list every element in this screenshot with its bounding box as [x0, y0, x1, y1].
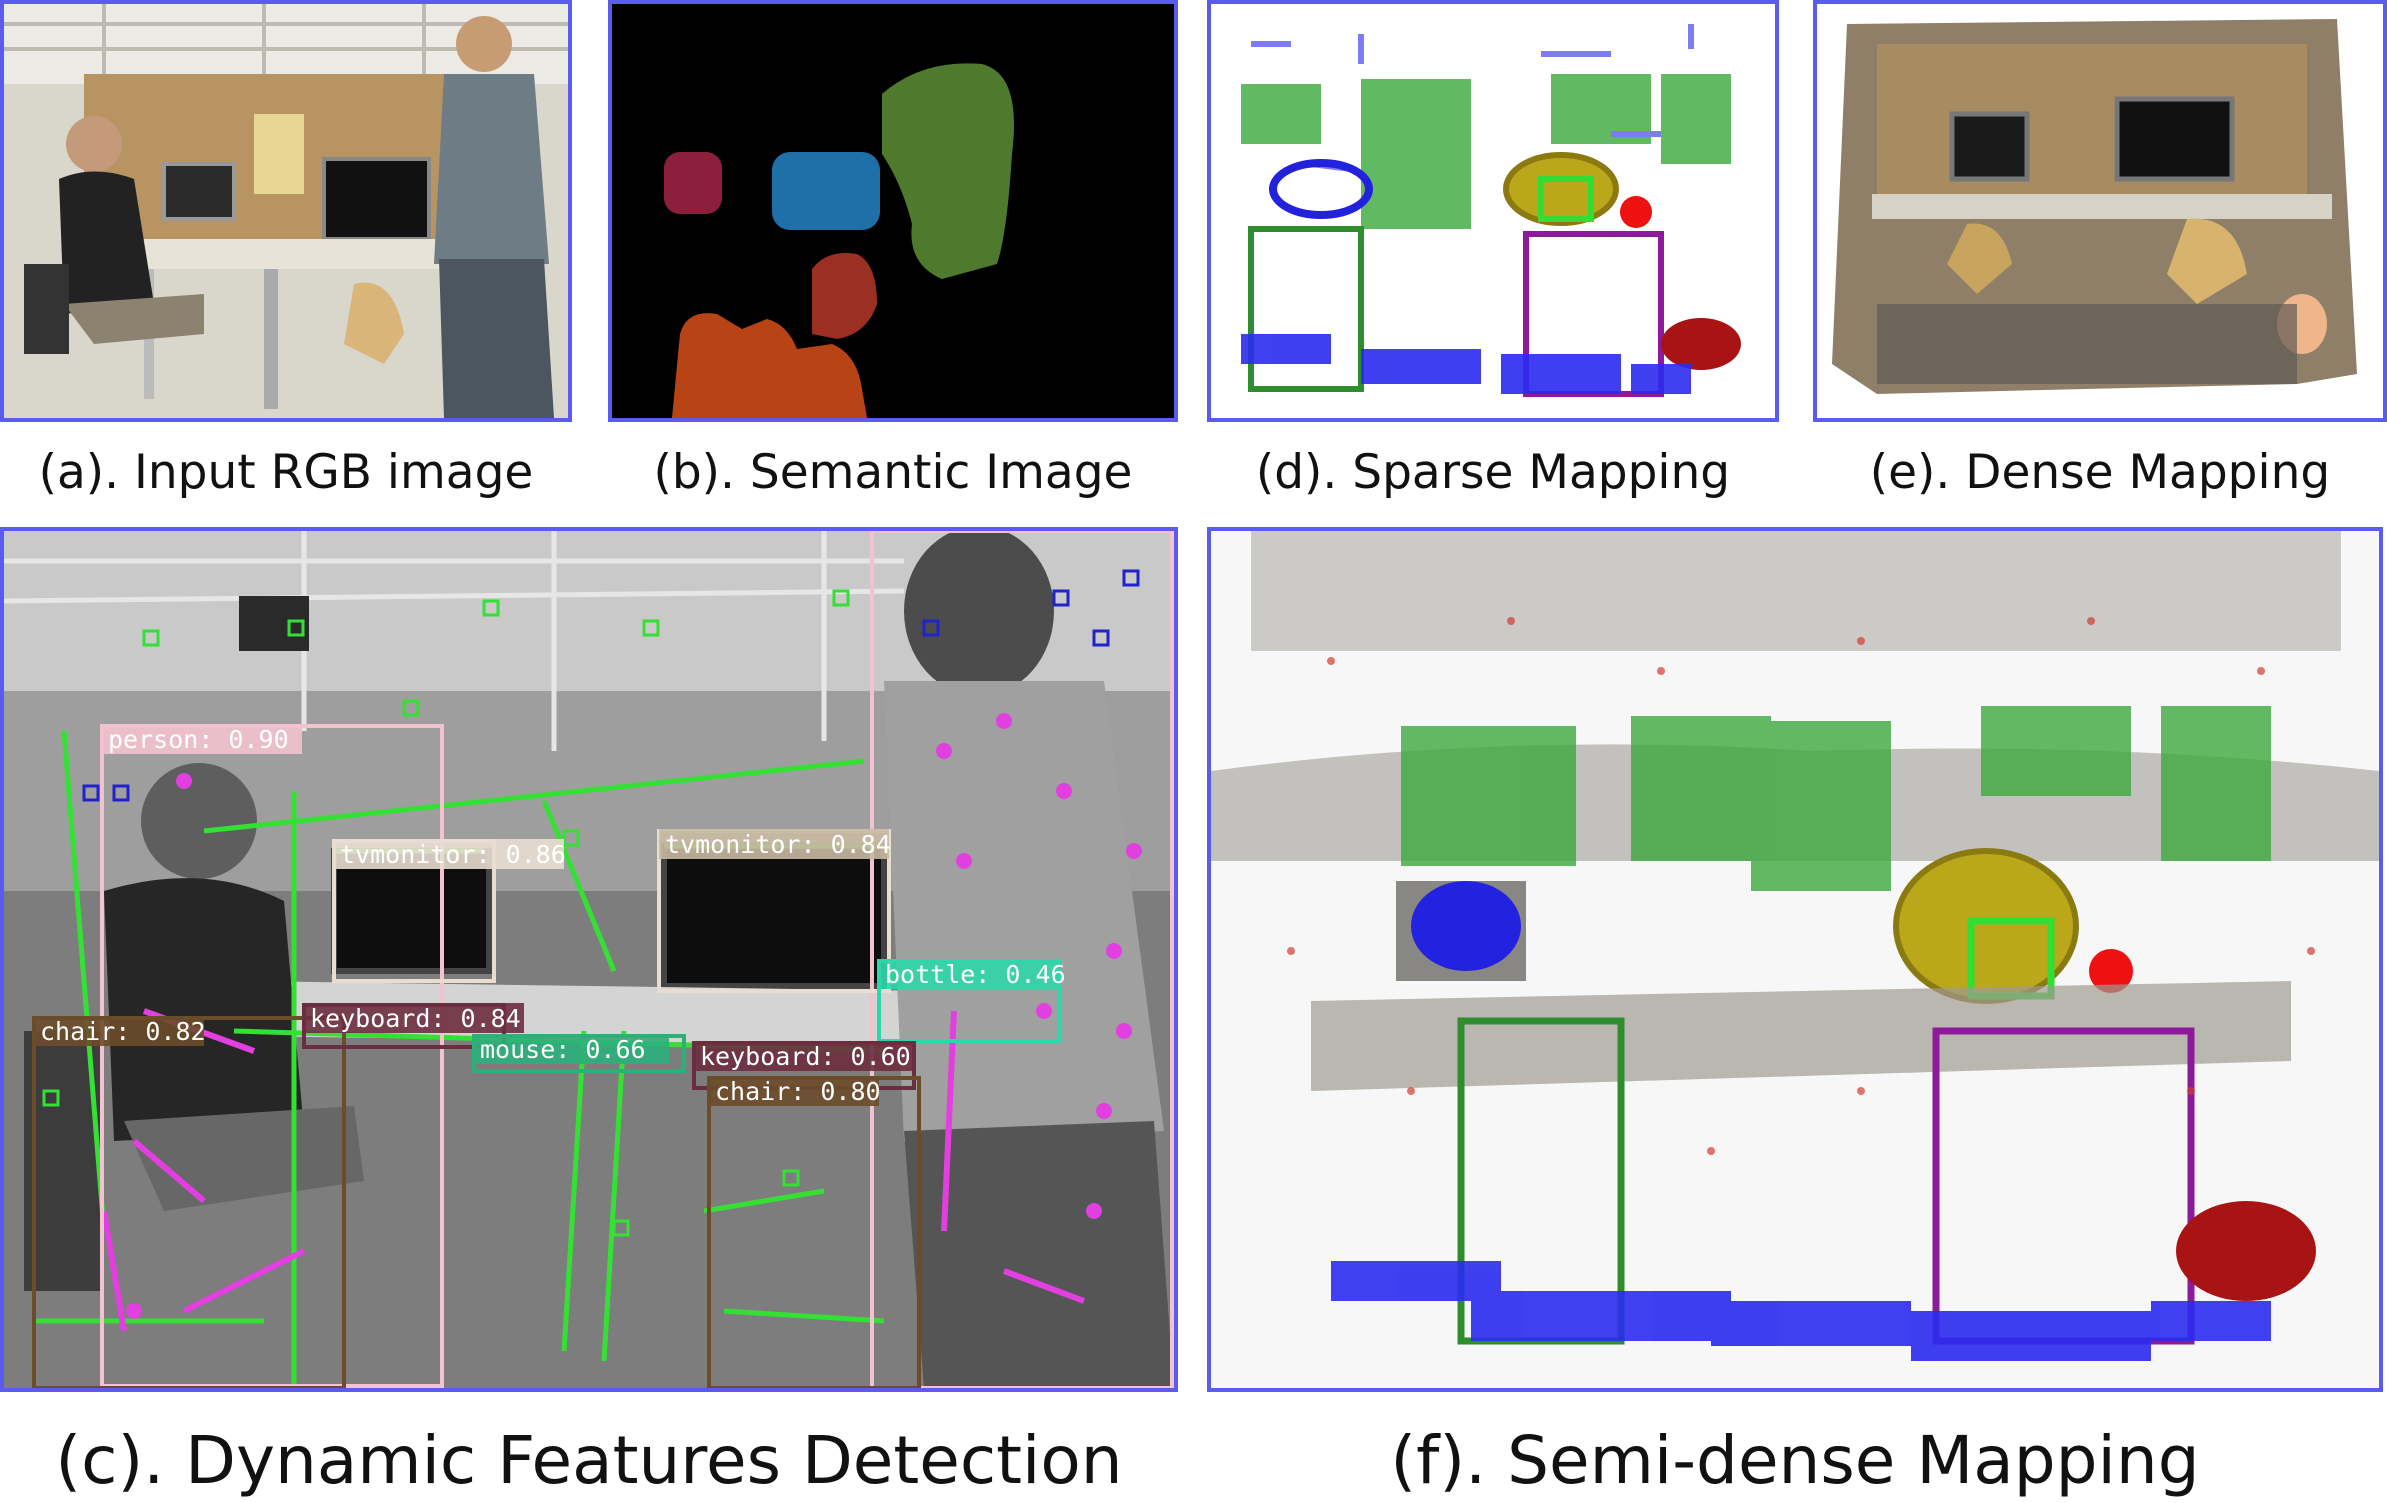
panel-input-rgb — [0, 0, 572, 422]
caption-e: (e). Dense Mapping — [1869, 445, 2331, 500]
sparse-map — [1211, 4, 1775, 418]
caption-d: (d). Sparse Mapping — [1255, 445, 1731, 500]
det-label-person: person: 0.90 — [108, 725, 289, 754]
panel-dynamic-features: person: 0.90 tvmonitor: 0.86 tvmonitor: … — [0, 527, 1178, 1392]
segment-chair — [812, 253, 877, 339]
panel-semantic-image — [608, 0, 1178, 422]
segment-furniture — [672, 313, 867, 418]
det-label-tvmonitor-1: tvmonitor: 0.86 — [340, 840, 566, 869]
dense-map — [1817, 4, 2383, 418]
dynamic-features-image: person: 0.90 tvmonitor: 0.86 tvmonitor: … — [4, 531, 1174, 1388]
panel-semi-dense-mapping — [1207, 527, 2383, 1392]
det-label-tvmonitor-2: tvmonitor: 0.84 — [665, 830, 891, 859]
caption-f: (f). Semi-dense Mapping — [1390, 1422, 2200, 1499]
det-label-mouse: mouse: 0.66 — [480, 1035, 646, 1064]
det-label-bottle: bottle: 0.46 — [885, 960, 1066, 989]
det-label-chair-2: chair: 0.80 — [715, 1077, 881, 1106]
segment-monitor — [772, 152, 880, 230]
segment-person-standing — [882, 63, 1014, 279]
panel-dense-mapping — [1813, 0, 2387, 422]
input-rgb-image — [4, 4, 568, 418]
caption-b: (b). Semantic Image — [653, 445, 1133, 500]
det-label-keyboard-2: keyboard: 0.60 — [700, 1042, 911, 1071]
semantic-image — [612, 4, 1174, 418]
panel-sparse-mapping — [1207, 0, 1779, 422]
caption-a: (a). Input RGB image — [38, 445, 534, 500]
segment-person-seated — [664, 152, 722, 214]
semi-dense-map — [1211, 531, 2379, 1388]
caption-c: (c). Dynamic Features Detection — [55, 1422, 1123, 1499]
det-label-keyboard-1: keyboard: 0.84 — [310, 1004, 521, 1033]
det-label-chair-1: chair: 0.82 — [40, 1017, 206, 1046]
